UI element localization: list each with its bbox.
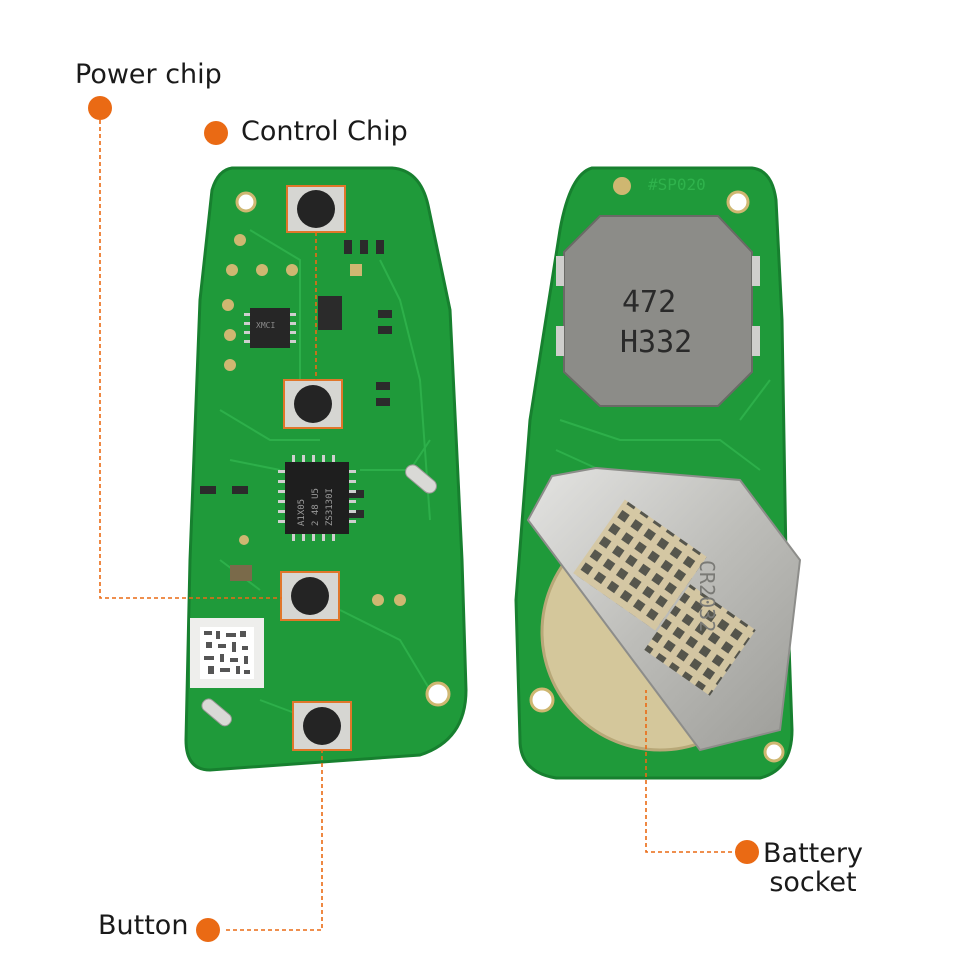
battery-leader xyxy=(645,690,746,853)
battery-dot xyxy=(735,840,759,864)
tactile-button-1 xyxy=(286,185,346,233)
control-chip: A1X05 2 48 U5 ZS3130I xyxy=(278,455,356,541)
tactile-button-2 xyxy=(283,379,343,429)
button-label: Button xyxy=(98,910,189,941)
mounting-hole xyxy=(235,191,257,213)
power-chip-dot xyxy=(88,96,112,120)
board-id: #SP020 xyxy=(648,175,706,194)
mounting-hole xyxy=(425,681,451,707)
power-chip-marking: XMCI xyxy=(256,321,275,330)
inductor: 472 H332 xyxy=(556,215,760,407)
tactile-button-3 xyxy=(280,571,340,621)
mounting-hole xyxy=(763,741,785,763)
inductor-marking-2: H332 xyxy=(620,325,692,360)
holder-marking: CR2032 xyxy=(695,560,719,632)
mcu-marking-3: ZS3130I xyxy=(325,488,335,526)
mcu-marking-2: 2 48 U5 xyxy=(311,488,321,526)
right-pcb-board: #SP020 472 H332 CR2032 xyxy=(514,166,802,780)
inductor-marking-1: 472 xyxy=(622,285,676,320)
power-chip-label: Power chip xyxy=(75,59,222,90)
battery-socket-label: Battery socket xyxy=(763,839,863,897)
via-pad xyxy=(613,177,631,195)
control-chip-label: Control Chip xyxy=(241,116,408,147)
mounting-hole xyxy=(726,190,750,214)
tactile-button-4 xyxy=(292,701,352,751)
crystal xyxy=(405,464,437,494)
button-leader xyxy=(226,750,323,931)
control-chip-dot xyxy=(204,121,228,145)
left-pcb-board: XMCI A1X05 2 48 U5 ZS3130I xyxy=(184,166,468,772)
mounting-hole xyxy=(529,687,555,713)
crystal xyxy=(201,698,232,727)
button-dot xyxy=(196,918,220,942)
power-chip-leader xyxy=(99,120,282,599)
battery-socket-label-line2: socket xyxy=(769,867,857,899)
qr-sticker xyxy=(190,618,264,688)
battery-socket: CR2032 xyxy=(526,466,802,752)
battery-socket-label-line1: Battery xyxy=(763,838,863,869)
power-chip: XMCI xyxy=(244,308,296,348)
mcu-marking-1: A1X05 xyxy=(297,499,307,526)
